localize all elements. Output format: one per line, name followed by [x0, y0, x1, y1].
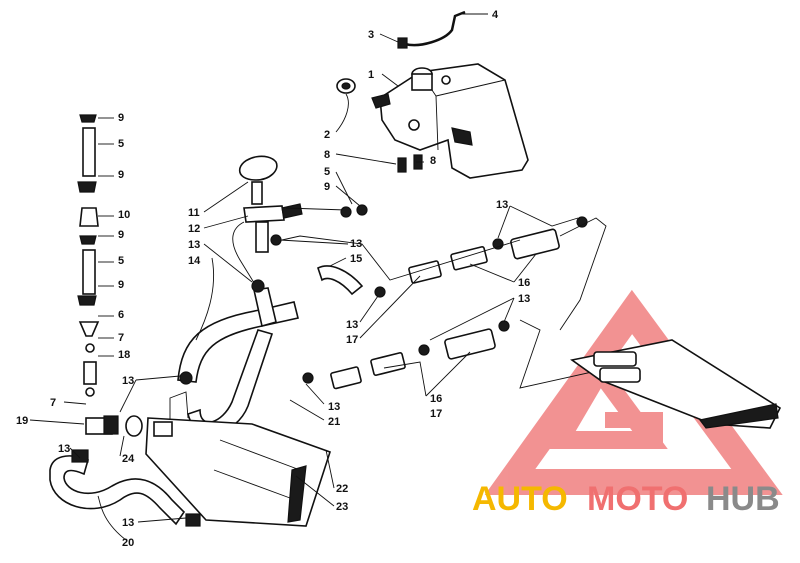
callout-24: 24 [122, 453, 135, 465]
callout-19: 19 [16, 415, 28, 427]
callout-9-e: 9 [324, 181, 330, 193]
callout-17-b: 17 [430, 408, 442, 420]
callout-13-g: 13 [328, 401, 340, 413]
callout-leaders [29, 13, 579, 541]
bottom-left-fittings [71, 415, 201, 527]
callout-16-a: 16 [518, 277, 530, 289]
callout-16-b: 16 [430, 393, 442, 405]
callout-13-e: 13 [518, 293, 530, 305]
callout-9-d: 9 [118, 279, 124, 291]
callout-10: 10 [118, 209, 130, 221]
line-segments-lower [302, 320, 510, 390]
callout-13-a: 13 [188, 239, 200, 251]
callout-23: 23 [336, 501, 348, 513]
callout-6: 6 [118, 309, 124, 321]
tank-cap-inner [341, 82, 351, 90]
oil-tank [371, 63, 529, 179]
callout-22: 22 [336, 483, 348, 495]
watermark-moto: MOTO [587, 480, 688, 518]
callout-5-a: 5 [118, 138, 124, 150]
line-segments-upper [374, 216, 588, 298]
callout-13-c: 13 [350, 238, 362, 250]
callout-7-a: 7 [118, 332, 124, 344]
fitting-8a [397, 157, 407, 173]
callout-18: 18 [118, 349, 130, 361]
callout-1: 1 [368, 69, 374, 81]
callout-9-a: 9 [118, 112, 124, 124]
callout-14: 14 [188, 255, 201, 267]
filler-neck [238, 155, 303, 253]
hoses [49, 265, 364, 526]
heat-exchanger [145, 391, 332, 527]
callout-4: 4 [492, 9, 499, 21]
callout-13-f: 13 [122, 375, 134, 387]
watermark-text: AUTO MOTO HUB [472, 480, 780, 518]
callout-5-c: 5 [324, 166, 330, 178]
callout-17-a: 17 [346, 334, 358, 346]
callout-15: 15 [350, 253, 362, 265]
rear-heat-exchanger [570, 339, 782, 429]
callout-labels: 1 2 3 4 5 5 5 6 7 7 8 8 9 9 9 9 9 10 11 … [16, 9, 530, 549]
callout-13-i: 13 [122, 517, 134, 529]
callout-20: 20 [122, 537, 134, 549]
callout-2: 2 [324, 129, 330, 141]
callout-5-b: 5 [118, 255, 124, 267]
callout-9-c: 9 [118, 229, 124, 241]
watermark-hub: HUB [706, 480, 780, 518]
callout-13-h: 13 [58, 443, 70, 455]
callout-21: 21 [328, 416, 340, 428]
watermark-auto: AUTO [472, 480, 568, 518]
callout-8-a: 8 [324, 149, 330, 161]
callout-7-b: 7 [50, 397, 56, 409]
callout-9-b: 9 [118, 169, 124, 181]
callout-3: 3 [368, 29, 374, 41]
callout-13-b: 13 [496, 199, 508, 211]
hose-clamps [179, 204, 368, 385]
assembly-guidelines [195, 207, 611, 389]
left-vertical-assembly [77, 114, 100, 397]
vent-line [397, 10, 466, 49]
callout-12: 12 [188, 223, 200, 235]
callout-8-b: 8 [430, 155, 436, 167]
callout-11: 11 [188, 207, 200, 219]
callout-13-d: 13 [346, 319, 358, 331]
